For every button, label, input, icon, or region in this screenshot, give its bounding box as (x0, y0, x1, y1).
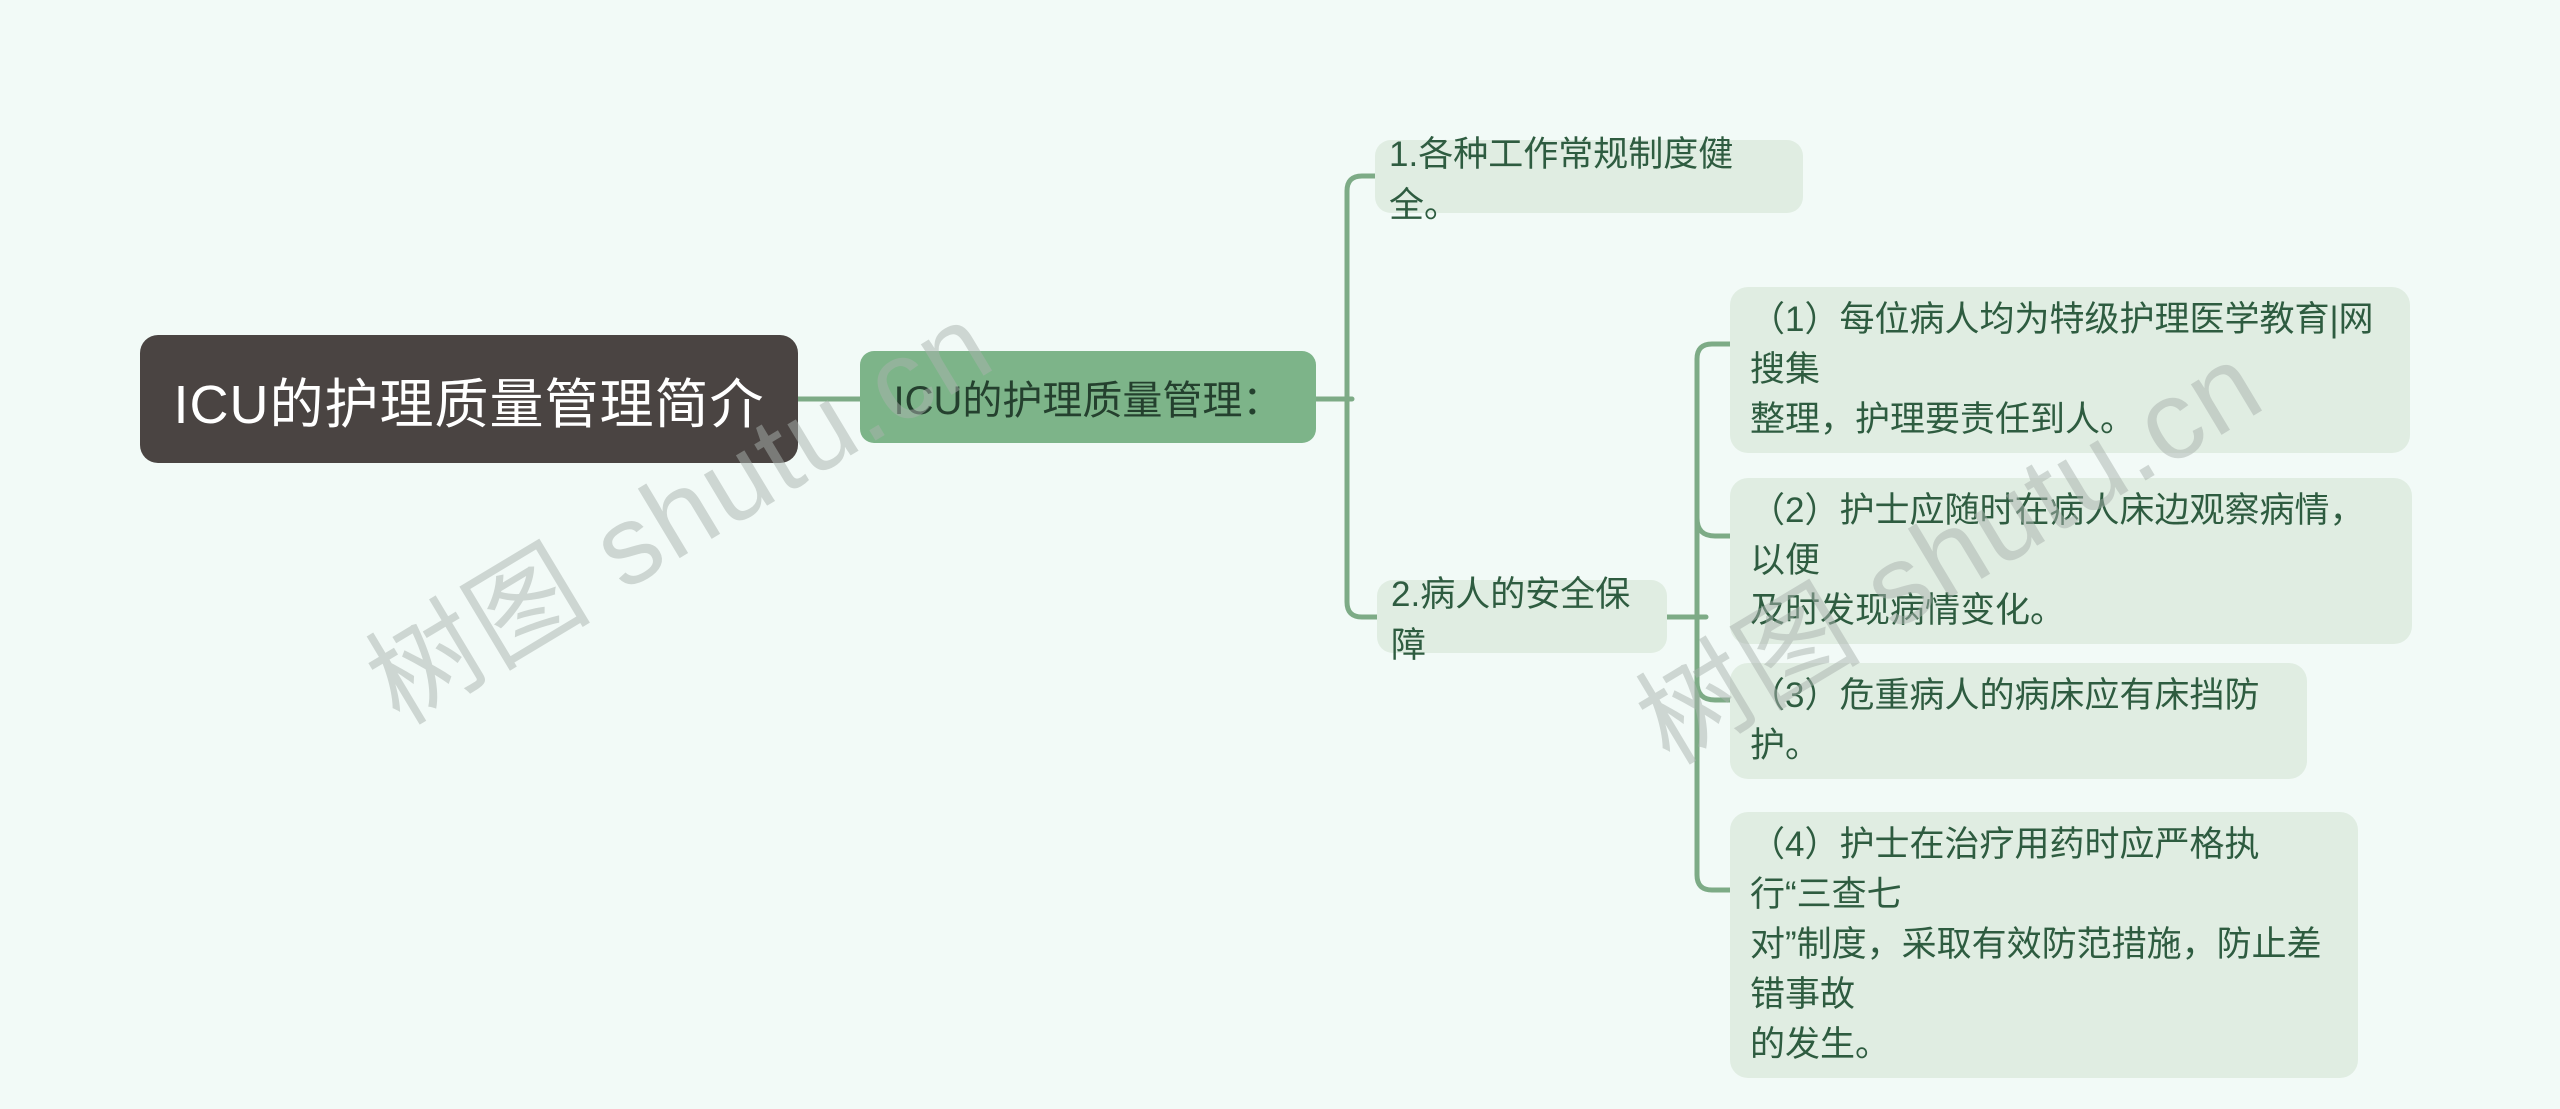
connector-left-trunk (1344, 173, 1382, 620)
sub-node-4-label: （4）护士在治疗用药时应严格执行“三查七对”制度，采取有效防范措施，防止差错事故… (1750, 825, 2322, 1064)
sub-node-2-label: （2）护士应随时在病人床边观察病情，以便及时发现病情变化。 (1750, 491, 2365, 630)
branch-node-1[interactable]: 1.各种工作常规制度健全。 (1375, 135, 1803, 225)
sub-node-3-label: （3）危重病人的病床应有床挡防护。 (1750, 676, 2260, 765)
root-node[interactable]: ICU的护理质量管理简介 (140, 335, 798, 463)
branch-node-2[interactable]: 2.病人的安全保障 (1377, 575, 1667, 665)
connector-right-trunk (1694, 341, 1735, 893)
topic-node-label: ICU的护理质量管理： (893, 379, 1283, 423)
sub-node-3[interactable]: （3）危重病人的病床应有床挡防护。 (1730, 663, 2307, 779)
sub-node-2[interactable]: （2）护士应随时在病人床边观察病情，以便及时发现病情变化。 (1730, 478, 2412, 644)
connector-sub3-elbow (1694, 679, 1735, 703)
sub-node-1-label: （1）每位病人均为特级护理医学教育|网搜集整理，护理要责任到人。 (1750, 300, 2374, 439)
branch-node-1-label: 1.各种工作常规制度健全。 (1389, 134, 1734, 225)
root-node-label: ICU的护理质量管理简介 (173, 374, 765, 435)
topic-node[interactable]: ICU的护理质量管理： (860, 351, 1316, 443)
branch-node-2-label: 2.病人的安全保障 (1391, 574, 1631, 665)
sub-node-4[interactable]: （4）护士在治疗用药时应严格执行“三查七对”制度，采取有效防范措施，防止差错事故… (1730, 812, 2358, 1078)
sub-node-1[interactable]: （1）每位病人均为特级护理医学教育|网搜集整理，护理要责任到人。 (1730, 287, 2410, 453)
connector-sub2-elbow (1694, 515, 1735, 539)
